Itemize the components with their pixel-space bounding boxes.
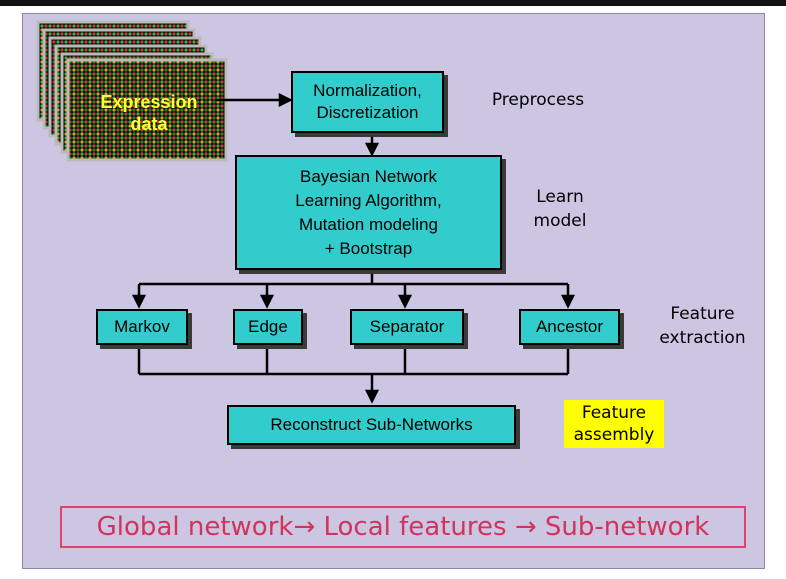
stage-learn-model: Learn model <box>520 185 600 233</box>
stage-extraction-line1: Feature <box>670 304 735 324</box>
normalization-line2: Discretization <box>316 103 419 122</box>
feature-label-separator: Separator <box>369 317 445 336</box>
stage-learn-line1: Learn <box>536 187 584 207</box>
stage-learn-line2: model <box>533 211 587 231</box>
feature-box-ancestor: Ancestor <box>519 309 620 345</box>
expression-label-line1: Expression <box>100 92 198 112</box>
learning-line4: + Bootstrap <box>324 238 413 258</box>
microarray-card-stack <box>36 20 228 162</box>
stage-assembly-line1: Feature <box>581 403 647 423</box>
top-rule <box>0 0 786 6</box>
reconstruct-box: Reconstruct Sub-Networks <box>227 405 516 445</box>
normalization-line1: Normalization, <box>313 81 422 100</box>
stage-assembly-line2: assembly <box>573 425 655 445</box>
connectors <box>131 92 576 404</box>
reconstruct-label: Reconstruct Sub-Networks <box>270 415 473 434</box>
stage-feature-extraction: Feature extraction <box>645 302 760 350</box>
learning-line2: Learning Algorithm, <box>295 190 442 210</box>
feature-box-separator: Separator <box>350 309 464 345</box>
feature-label-markov: Markov <box>114 317 170 336</box>
stage-preprocess: Preprocess <box>491 90 585 110</box>
expression-data-label: Expression data <box>84 91 214 135</box>
learning-line3: Mutation modeling <box>299 214 438 234</box>
learning-line1: Bayesian Network <box>299 166 437 186</box>
learning-algorithm-box: Bayesian Network Learning Algorithm, Mut… <box>235 155 502 270</box>
arrow-head <box>278 92 293 108</box>
feature-label-edge: Edge <box>248 317 288 336</box>
stage-feature-assembly: Feature assembly <box>564 400 664 448</box>
feature-box-markov: Markov <box>96 309 188 345</box>
summary-banner: Global network→ Local features → Sub-net… <box>60 506 746 548</box>
feature-label-ancestor: Ancestor <box>535 317 604 336</box>
expression-label-line2: data <box>130 114 168 134</box>
feature-box-edge: Edge <box>233 309 303 345</box>
stage-extraction-line2: extraction <box>659 328 746 348</box>
normalization-box: Normalization, Discretization <box>291 71 444 133</box>
